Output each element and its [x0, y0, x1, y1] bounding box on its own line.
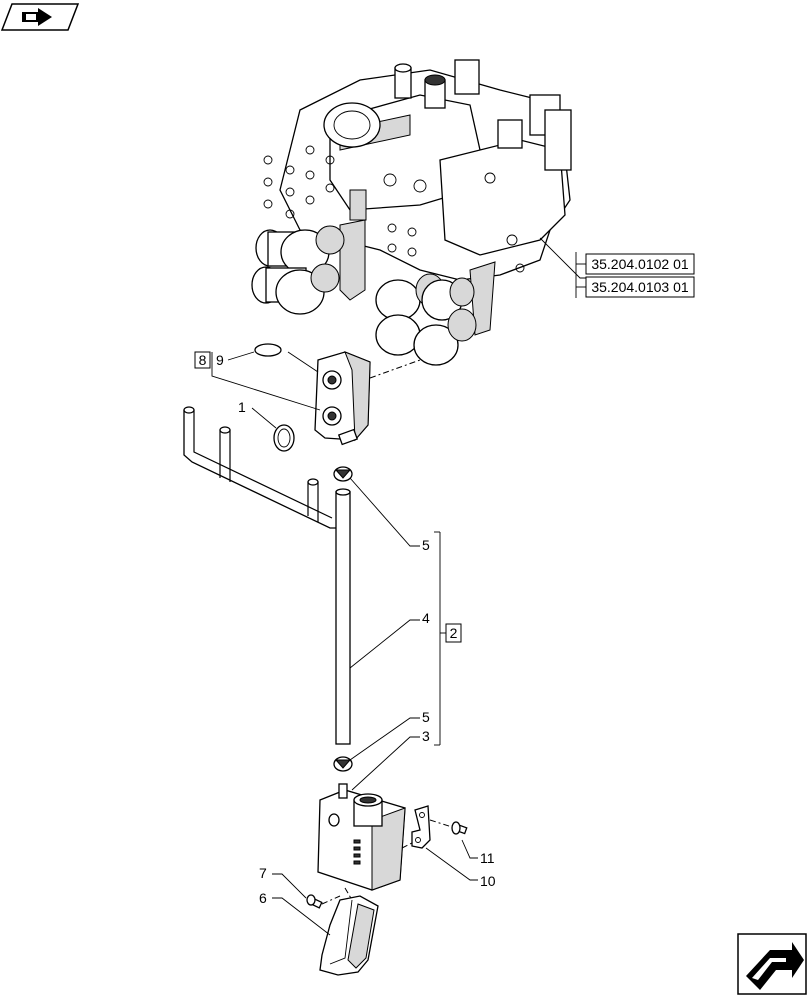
bracket-10 [411, 805, 431, 849]
o-ring-9 [254, 343, 282, 357]
svg-text:2: 2 [450, 625, 458, 641]
callout-box-8[interactable]: 8 [194, 351, 211, 369]
clamp-5-lower [333, 756, 353, 772]
callout-7: 7 [259, 865, 267, 881]
reference-box-a[interactable]: 35.204.0102 01 [585, 253, 695, 275]
callout-6: 6 [259, 890, 267, 906]
reference-box-b[interactable]: 35.204.0103 01 [585, 276, 695, 298]
reference-b-label: 35.204.0103 01 [591, 279, 689, 295]
coupler-right-upper [375, 273, 475, 321]
auxiliary-valve-block [314, 351, 371, 446]
callout-9: 9 [216, 352, 224, 368]
callout-11: 11 [480, 850, 495, 866]
callout-1: 1 [238, 399, 246, 415]
callout-10: 10 [480, 873, 496, 889]
callout-4: 4 [422, 610, 430, 626]
reservoir-3 [317, 783, 406, 891]
control-valve-assembly [251, 59, 572, 366]
coupler-left-upper [255, 225, 345, 275]
callout-box-2[interactable]: 2 [445, 623, 462, 643]
screw-11 [451, 821, 468, 835]
o-ring-1 [273, 424, 295, 452]
hose-4 [335, 488, 351, 745]
clamp-5-upper [333, 466, 353, 482]
callout-group-bracket [434, 531, 446, 746]
callout-5-lower: 5 [422, 709, 430, 725]
svg-text:8: 8 [199, 352, 207, 368]
coupler-right-lower [375, 308, 477, 366]
next-page-icon[interactable] [737, 933, 807, 995]
shield-6 [319, 895, 379, 976]
reference-a-label: 35.204.0102 01 [591, 256, 689, 272]
callout-5-upper: 5 [422, 537, 430, 553]
drain-tube-frame [183, 406, 336, 529]
screw-7 [306, 894, 323, 909]
previous-page-icon[interactable] [0, 3, 80, 31]
coupler-left-lower [251, 263, 340, 315]
callout-3: 3 [422, 728, 430, 744]
